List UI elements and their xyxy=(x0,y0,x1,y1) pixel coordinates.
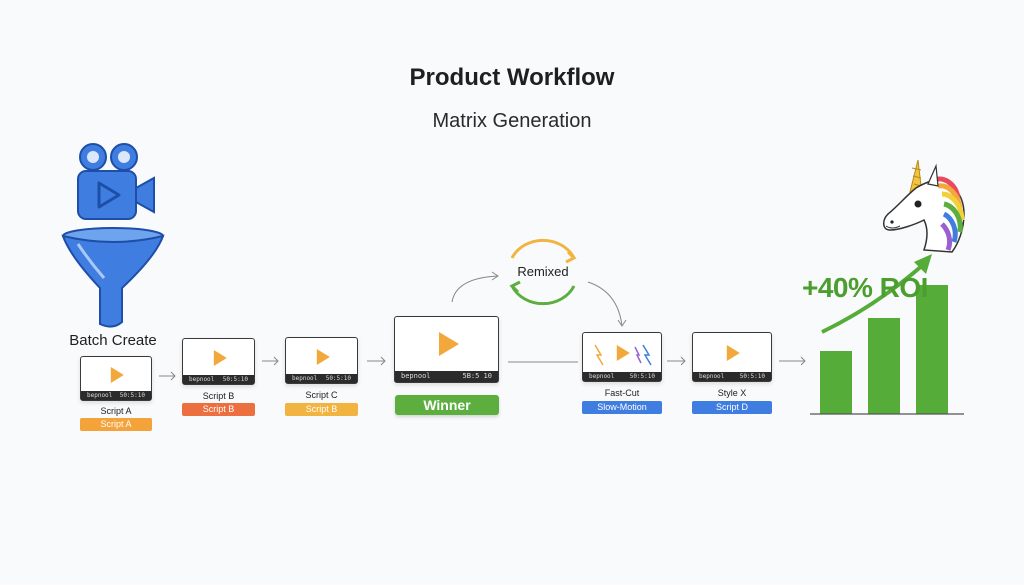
video-controls-bar: bepnool 50:5:10 xyxy=(693,372,771,381)
card-caption: Script B xyxy=(202,391,235,401)
video-card-winner[interactable]: bepnool 5B:5 10 xyxy=(394,316,499,383)
play-icon xyxy=(438,332,459,357)
roi-growth-chart xyxy=(810,254,964,415)
video-title-text: bepnool xyxy=(699,373,725,380)
video-controls-bar: bepnool 50:5:10 xyxy=(286,374,357,383)
video-time-text: 50:5:10 xyxy=(119,392,145,399)
card-caption: Fast-Cut xyxy=(604,388,640,398)
script-tag: Script B xyxy=(182,403,255,416)
arrow-icon xyxy=(159,371,176,381)
video-time-text: 5B:5 10 xyxy=(462,372,492,380)
video-card-script-c[interactable]: bepnool 50:5:10 xyxy=(285,337,358,384)
growth-arrow xyxy=(821,262,926,334)
card-caption: Script C xyxy=(305,390,338,400)
video-card-script-b[interactable]: bepnool 50:5:10 xyxy=(182,338,255,385)
funnel-icon xyxy=(61,227,165,328)
script-tag: Script D xyxy=(692,401,772,414)
unicorn-icon xyxy=(883,159,965,253)
script-tag: Script A xyxy=(80,418,152,431)
winner-badge: Winner xyxy=(395,395,499,415)
video-title-text: bepnool xyxy=(292,375,318,382)
arrow-icon xyxy=(667,356,686,366)
play-icon xyxy=(726,345,740,362)
arrow-icon xyxy=(367,356,386,366)
growth-bar xyxy=(820,351,852,414)
growth-bar xyxy=(916,285,948,414)
video-time-text: 50:5:10 xyxy=(739,373,765,380)
batch-create-label: Batch Create xyxy=(69,332,157,349)
video-camera-icon xyxy=(77,143,155,220)
growth-arrowhead xyxy=(914,254,932,274)
video-controls-bar: bepnool 5B:5 10 xyxy=(395,371,498,382)
video-card-style-x[interactable]: bepnool 50:5:10 xyxy=(692,332,772,382)
video-title-text: bepnool xyxy=(401,372,431,380)
remix-loop-connectors xyxy=(451,271,627,363)
video-time-text: 50:5:10 xyxy=(222,376,248,383)
roi-label: +40% ROI xyxy=(802,272,928,303)
video-time-text: 50:5:10 xyxy=(325,375,351,382)
play-icon xyxy=(110,367,124,384)
card-caption: Script A xyxy=(100,406,132,416)
diagram-subtitle: Matrix Generation xyxy=(432,110,592,132)
play-icon xyxy=(616,345,630,362)
arrow-icon xyxy=(779,356,806,366)
video-controls-bar: bepnool 50:5:10 xyxy=(583,372,661,381)
card-caption: Style X xyxy=(717,388,747,398)
video-title-text: bepnool xyxy=(87,392,113,399)
video-title-text: bepnool xyxy=(189,376,215,383)
remixed-label: Remixed xyxy=(517,264,569,279)
growth-bar xyxy=(868,318,900,414)
play-icon xyxy=(316,348,330,365)
style-tag: Slow-Motion xyxy=(582,401,662,414)
play-icon xyxy=(213,349,227,366)
lightning-icon xyxy=(594,344,652,366)
arrow-icon xyxy=(262,356,279,366)
script-tag: Script B xyxy=(285,403,358,416)
video-card-script-a[interactable]: bepnool 50:5:10 xyxy=(80,356,152,401)
diagram-title: Product Workflow xyxy=(409,64,615,91)
remix-cycle-icon xyxy=(509,238,577,306)
video-controls-bar: bepnool 50:5:10 xyxy=(183,375,254,384)
video-controls-bar: bepnool 50:5:10 xyxy=(81,391,151,400)
video-title-text: bepnool xyxy=(589,373,615,380)
video-time-text: 50:5:10 xyxy=(629,373,655,380)
video-card-fast-cut[interactable]: bepnool 50:5:10 xyxy=(582,332,662,382)
